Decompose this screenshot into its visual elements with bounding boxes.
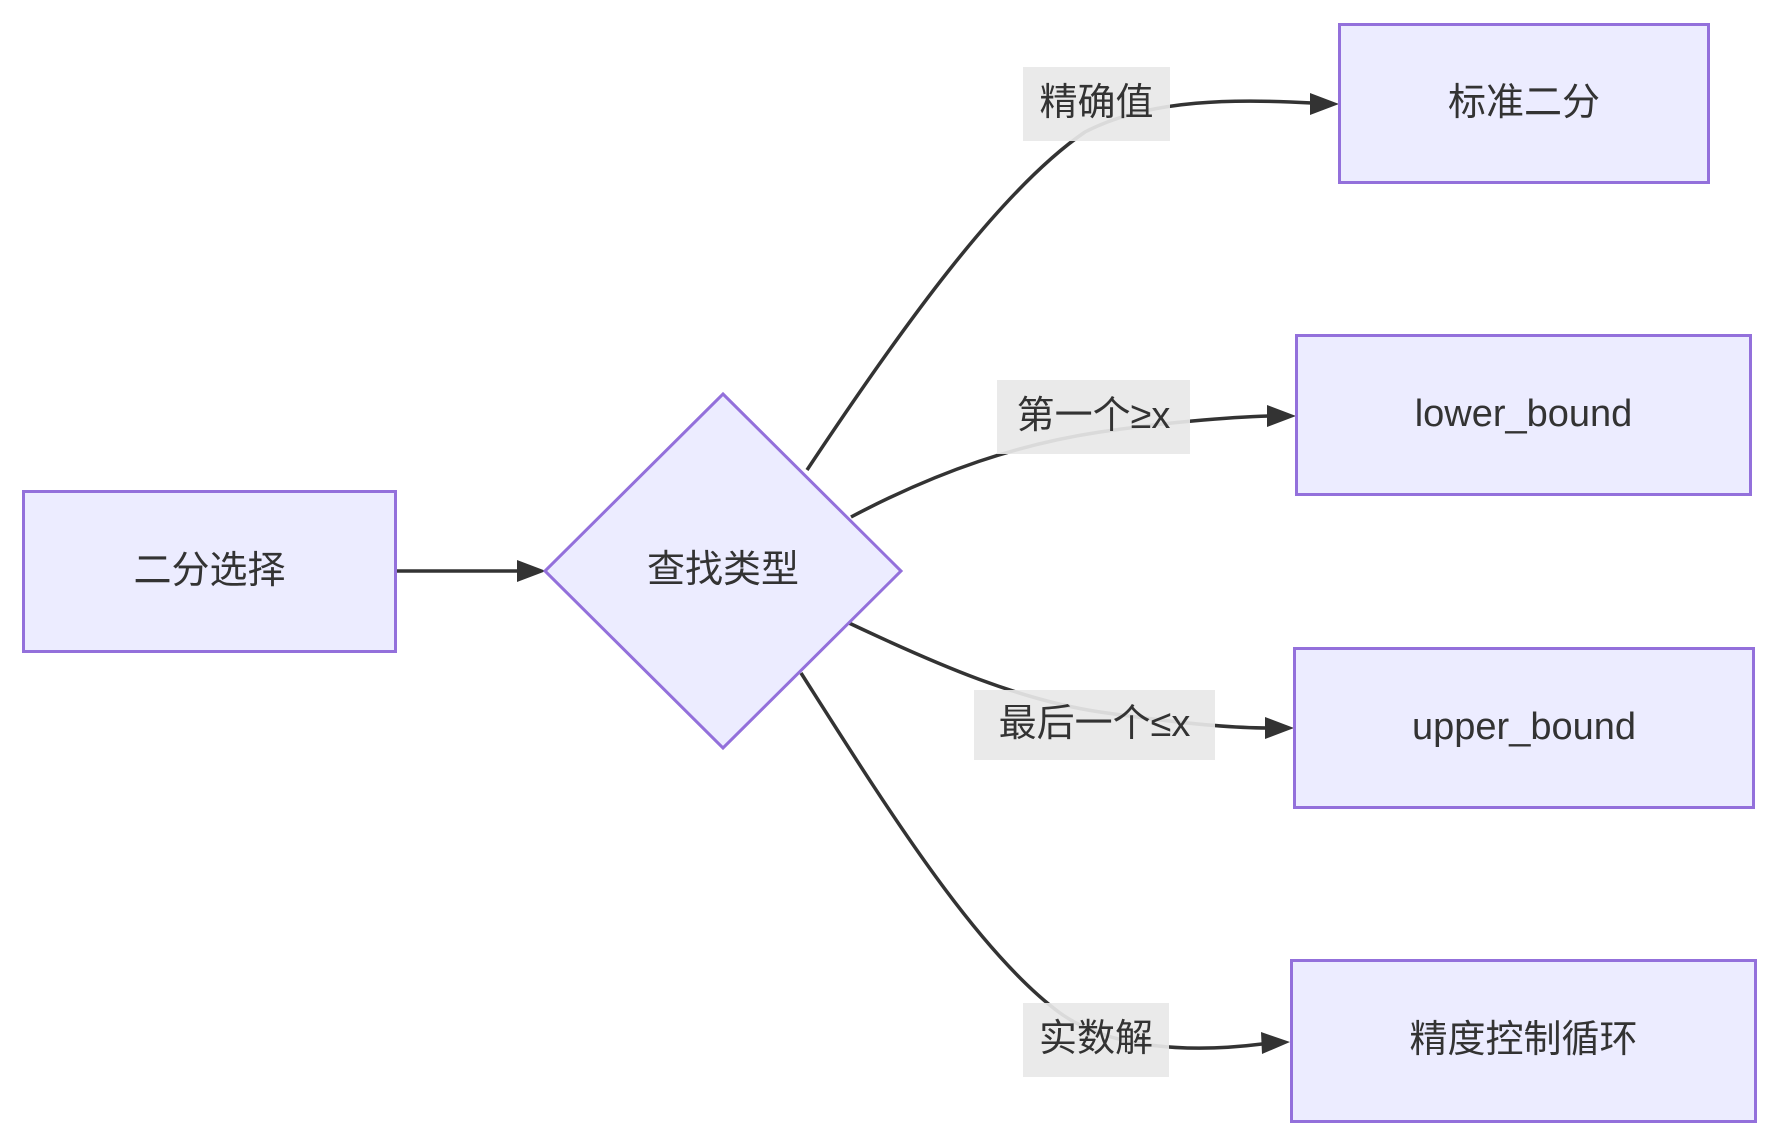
edge-label-real-solution: 实数解 — [1023, 1003, 1169, 1077]
node-binary-choice-label: 二分选择 — [133, 549, 286, 592]
node-search-type-label: 查找类型 — [646, 549, 799, 592]
edge-label-first-ge-x: 第一个≥x — [997, 380, 1190, 454]
edge-label-exact-value: 精确值 — [1023, 67, 1170, 141]
decision-node-shape — [542, 391, 904, 751]
node-upper-bound: upper_bound — [1293, 647, 1755, 809]
node-standard-binary: 标准二分 — [1338, 23, 1710, 184]
edge-decision-to-precision — [799, 672, 1263, 1050]
arrowhead-upper — [1265, 717, 1294, 739]
arrowhead-precision — [1261, 1032, 1290, 1054]
node-standard-binary-label: 标准二分 — [1447, 81, 1600, 124]
edge-decision-to-standard — [805, 99, 1313, 471]
node-lower-bound: lower_bound — [1295, 334, 1752, 496]
node-lower-bound-label: lower_bound — [1414, 393, 1633, 436]
node-precision-loop-label: 精度控制循环 — [1409, 1019, 1638, 1062]
arrowhead-lower — [1267, 405, 1296, 427]
node-upper-bound-label: upper_bound — [1412, 706, 1636, 749]
edge-label-last-le-x: 最后一个≤x — [974, 690, 1215, 760]
arrowhead-decision — [517, 560, 546, 582]
arrowhead-standard — [1310, 93, 1339, 115]
node-binary-choice: 二分选择 — [22, 490, 397, 653]
node-precision-loop: 精度控制循环 — [1290, 959, 1757, 1123]
